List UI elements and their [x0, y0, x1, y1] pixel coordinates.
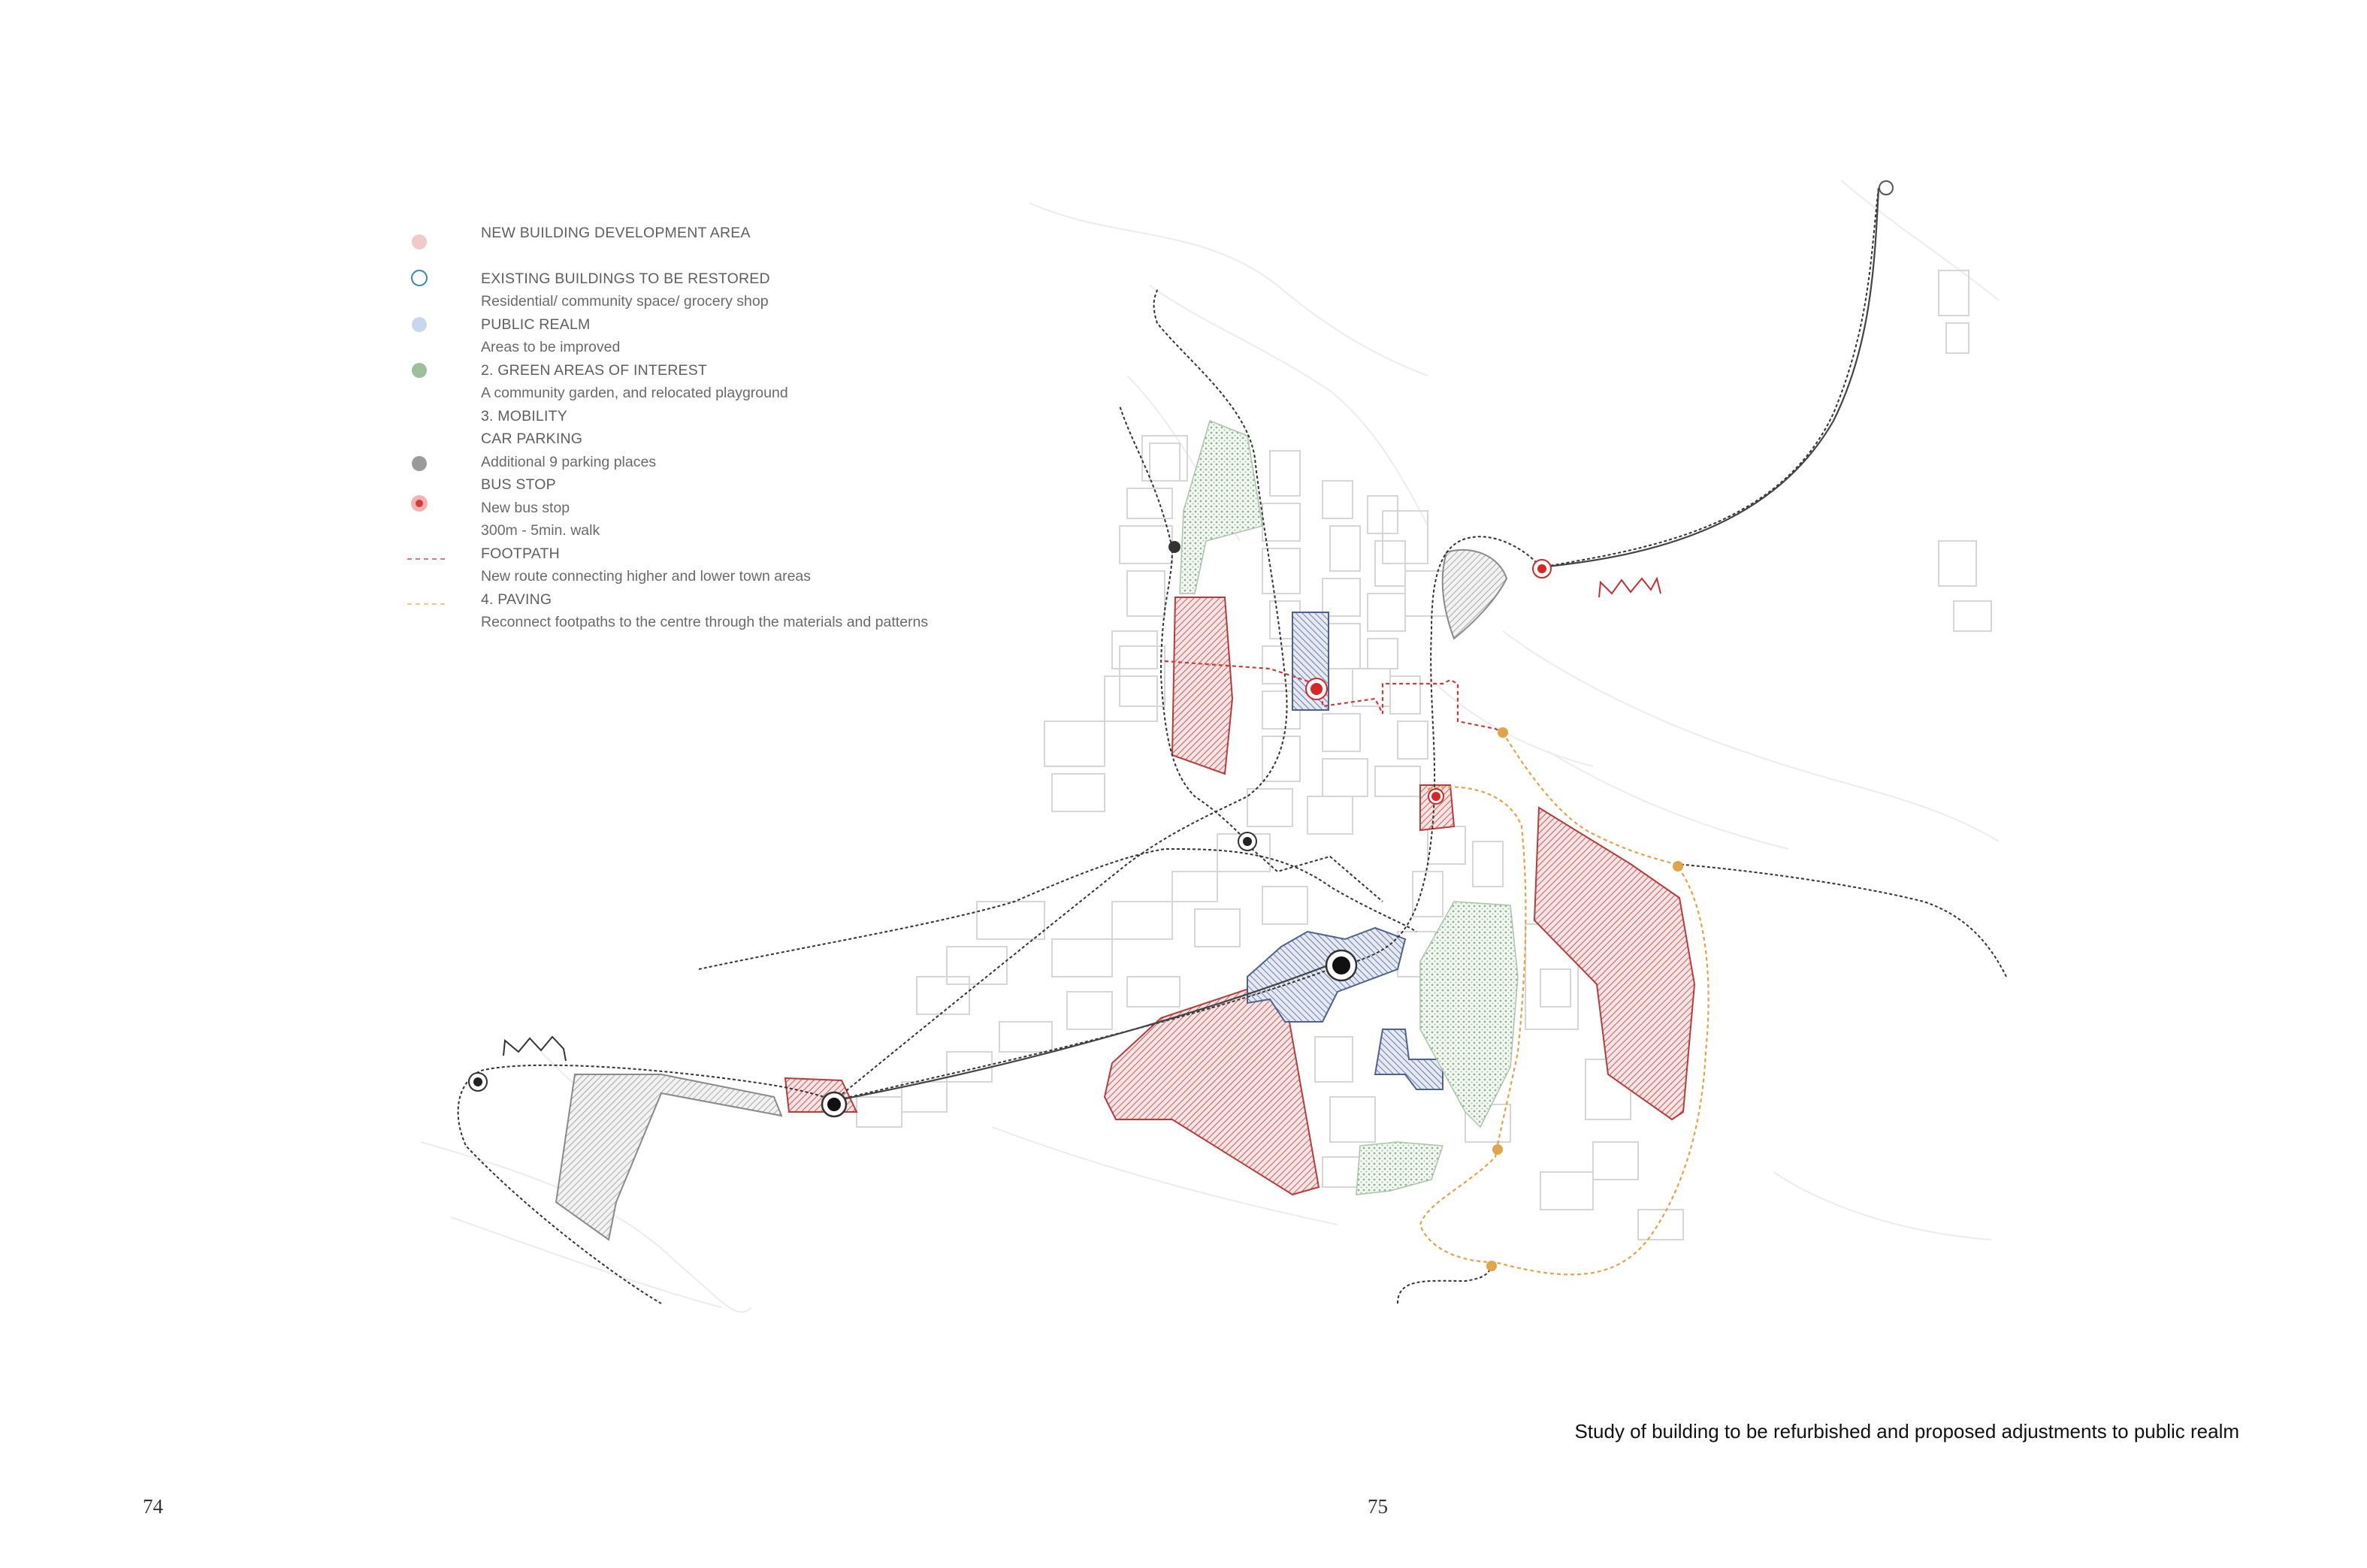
legend-sublabel: Additional 9 parking places	[481, 454, 657, 470]
bus-stop-north-east	[1532, 559, 1552, 579]
legend-symbols	[407, 234, 446, 605]
page-number-left: 74	[143, 1495, 163, 1518]
public-realm-square	[1247, 926, 1407, 1023]
road-west-loop	[457, 1064, 835, 1304]
paving-node	[1673, 861, 1683, 872]
legend-label: PUBLIC REALM	[481, 316, 591, 333]
stair-symbol-west	[503, 1035, 567, 1062]
parking-marker-ring	[1238, 832, 1257, 851]
legend-bus-stop-swatch-core	[416, 500, 423, 507]
building-footprints	[856, 270, 1992, 1240]
road-north-east	[1540, 187, 1879, 568]
road-south	[1397, 1261, 1496, 1304]
legend-public-realm-swatch	[412, 317, 427, 332]
road-north-west-a	[833, 289, 1288, 1101]
green-areas	[1179, 419, 1519, 1195]
road-north-centre	[1243, 841, 1383, 902]
paving	[1419, 732, 1710, 1276]
legend-existing-buildings-swatch	[411, 270, 428, 286]
road-main-spine	[833, 536, 1541, 1101]
road-east	[1675, 863, 2007, 977]
legend-sublabel: Areas to be improved	[481, 339, 621, 355]
new-building-areas	[784, 597, 1696, 1196]
legend-label: 3. MOBILITY	[481, 408, 567, 424]
legend-label: NEW BUILDING DEVELOPMENT AREA	[481, 225, 751, 241]
road-north-east-solid	[1540, 187, 1880, 569]
legend-label: CAR PARKING	[481, 431, 583, 447]
road-end-marker	[1879, 180, 1894, 195]
figure-caption: Study of building to be refurbished and …	[1574, 1420, 2239, 1443]
legend-sublabel: New route connecting higher and lower to…	[481, 568, 812, 585]
parking-area-north-east	[1441, 548, 1508, 640]
page-number-right: 75	[1368, 1495, 1388, 1518]
stair-symbols-west	[503, 1035, 567, 1062]
roads	[457, 187, 2007, 1304]
gray-hatch-areas	[555, 548, 1508, 1241]
legend-new-building-swatch	[412, 234, 427, 249]
legend-car-parking-swatch	[412, 456, 427, 471]
parking-marker	[1168, 541, 1180, 553]
bus-stop-upper	[1305, 678, 1328, 700]
terrain-contours	[420, 180, 2000, 1313]
legend-label: BUS STOP	[481, 476, 556, 493]
parking-marker-west	[821, 1091, 848, 1118]
legend-sublabel: A community garden, and relocated playgr…	[481, 385, 788, 401]
green-area-community-garden	[1419, 901, 1519, 1128]
public-realm-areas	[1247, 612, 1443, 1090]
new-building-area-north	[1171, 597, 1234, 775]
road-spine-solid	[833, 960, 1338, 1102]
legend-sublabel: 300m - 5min. walk	[481, 522, 600, 539]
bus-stop-centre	[1428, 788, 1444, 805]
road-west-north	[698, 847, 1417, 970]
green-area-north	[1179, 419, 1263, 594]
legend-label: 4. PAVING	[481, 591, 552, 608]
paving-node	[1498, 727, 1508, 738]
footpath	[1164, 660, 1504, 733]
car-parking-markers	[468, 180, 1894, 1118]
stair-symbols	[1598, 576, 1661, 598]
legend-sublabel: Residential/ community space/ grocery sh…	[481, 293, 769, 310]
paving-node	[1492, 1144, 1503, 1155]
bus-stop-markers	[1305, 559, 1552, 805]
new-building-area-east	[1533, 806, 1696, 1121]
legend-label: FOOTPATH	[481, 545, 560, 562]
public-realm-south	[1374, 1029, 1443, 1090]
paving-nodes	[1486, 727, 1683, 1271]
green-area-playground	[1356, 1141, 1444, 1195]
parking-area-west	[555, 1074, 783, 1241]
legend-green-areas-swatch	[412, 363, 427, 378]
paving-route-west	[1419, 786, 1527, 1264]
stair-symbol-north-east	[1598, 576, 1661, 598]
footpath-route	[1164, 660, 1504, 733]
legend-sublabel: Reconnect footpaths to the centre throug…	[481, 614, 929, 630]
legend-label: EXISTING BUILDINGS TO BE RESTORED	[481, 270, 770, 287]
parking-marker-far-west	[468, 1072, 488, 1092]
legend-sublabel: New bus stop	[481, 500, 570, 516]
paving-node	[1486, 1261, 1497, 1271]
parking-marker-large	[1325, 949, 1358, 982]
roads-solid	[833, 187, 1880, 1102]
paving-route-north	[1495, 732, 1710, 1276]
legend-label: 2. GREEN AREAS OF INTEREST	[481, 362, 708, 379]
